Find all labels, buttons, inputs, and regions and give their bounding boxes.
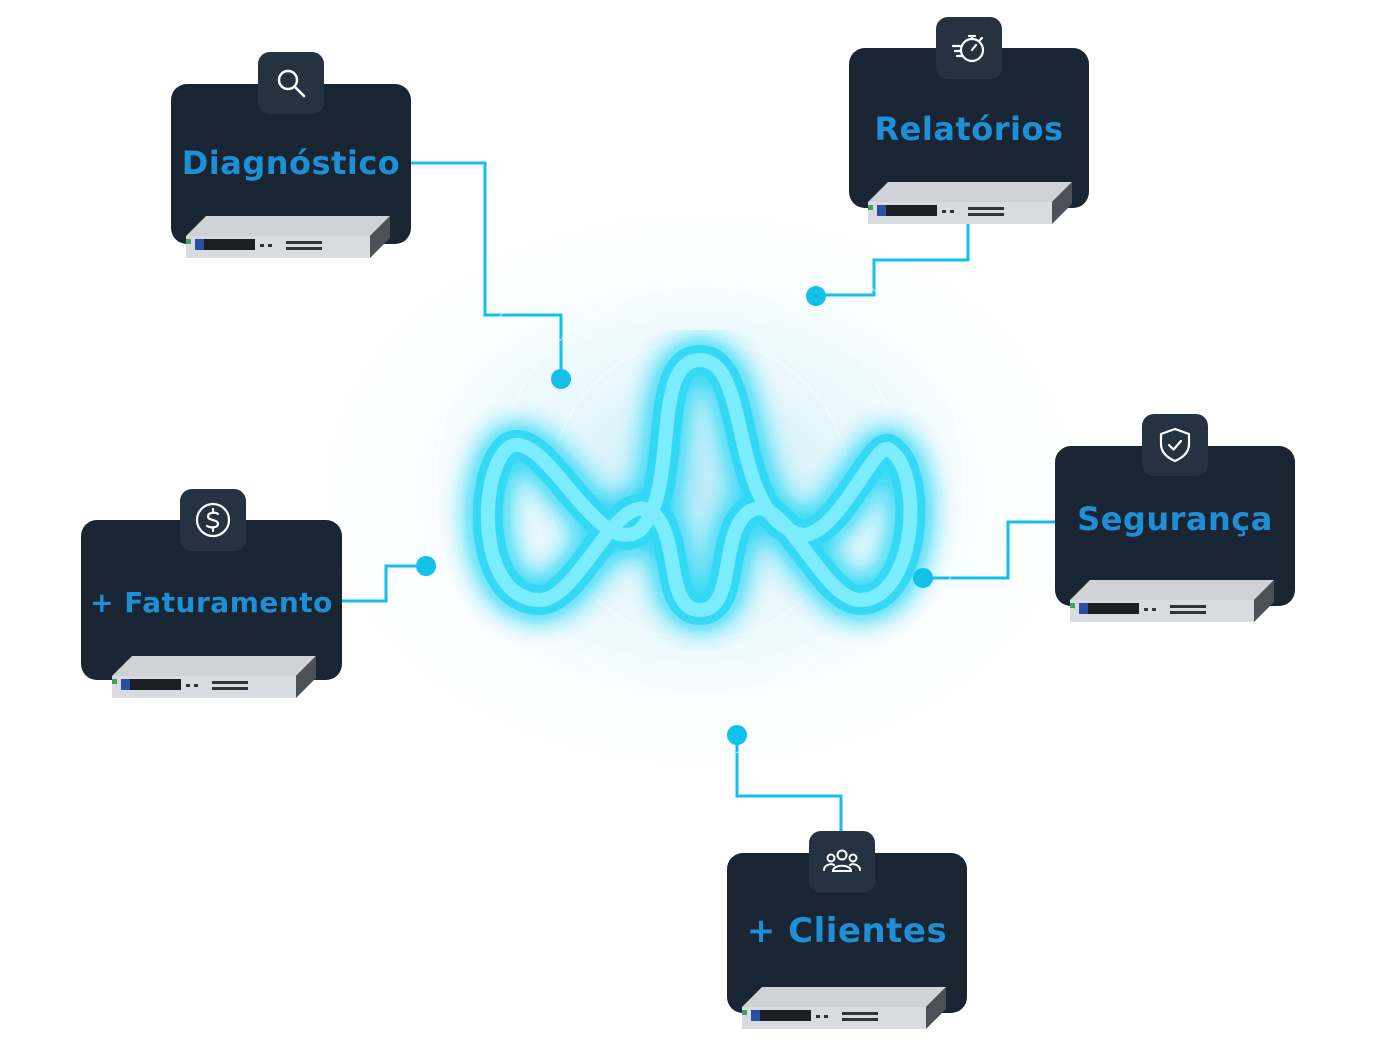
- connector-dot-clientes: [727, 725, 747, 745]
- connector-dot-faturamento: [416, 556, 436, 576]
- stopwatch-icon: [936, 17, 1002, 79]
- wave-logo-icon: [473, 345, 926, 625]
- connector-dot-diagnostico: [551, 369, 571, 389]
- connector-faturamento: [342, 564, 426, 603]
- network-switch-icon: [186, 216, 390, 258]
- shield-check-icon: [1142, 414, 1208, 476]
- node-label: Relatórios: [874, 110, 1064, 148]
- connector-clientes: [735, 735, 843, 833]
- network-switch-icon: [868, 182, 1072, 224]
- users-icon: [809, 831, 875, 893]
- node-card-seguranca[interactable]: Segurança: [1055, 446, 1295, 606]
- node-card-clientes[interactable]: + Clientes: [727, 853, 967, 1013]
- search-icon: [258, 52, 324, 114]
- connector-diagnostico: [411, 161, 563, 378]
- network-switch-icon: [742, 987, 946, 1029]
- node-label: Segurança: [1077, 500, 1273, 538]
- network-switch-icon: [1070, 580, 1274, 622]
- hub-glow: [320, 210, 1080, 770]
- connector-relatorios: [816, 222, 970, 297]
- dollar-icon: [180, 489, 246, 551]
- connector-seguranca: [923, 520, 1055, 580]
- node-label: + Clientes: [746, 911, 948, 951]
- network-switch-icon: [112, 656, 316, 698]
- node-label: + Faturamento: [90, 586, 333, 619]
- connector-dot-relatorios: [806, 286, 826, 306]
- node-label: Diagnóstico: [181, 144, 401, 182]
- connector-dot-seguranca: [913, 568, 933, 588]
